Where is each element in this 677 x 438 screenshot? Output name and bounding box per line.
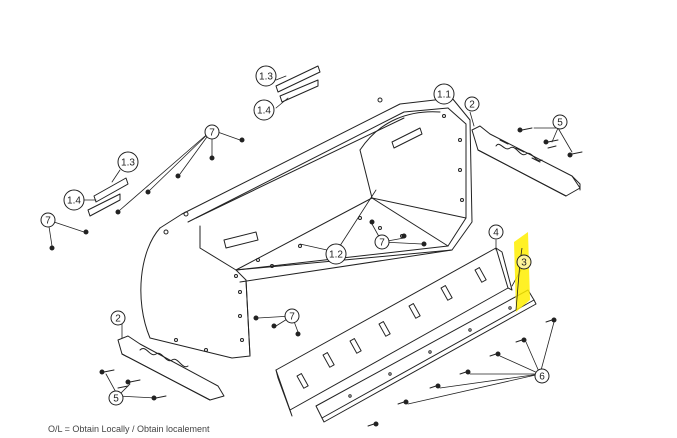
callout-5-right: 5	[552, 114, 568, 130]
callout-6: 6	[534, 368, 550, 384]
bolts	[49, 127, 583, 427]
bucket-body	[140, 97, 473, 359]
svg-text:7: 7	[289, 312, 295, 323]
callout-4: 4	[488, 224, 504, 240]
cutting-edge-plate	[275, 247, 513, 417]
callout-1-3-top: 1.3	[255, 65, 277, 87]
strips-left	[87, 177, 129, 217]
strips-top	[275, 65, 321, 103]
side-skid-left	[117, 335, 225, 401]
callout-1-1: 1.1	[433, 83, 455, 105]
callout-7-center: 7	[374, 234, 390, 250]
svg-text:5: 5	[557, 118, 563, 129]
callout-5-left: 5	[108, 390, 124, 406]
callout-7-left: 7	[40, 212, 56, 228]
callout-3: 3	[516, 254, 532, 270]
callout-1-4-top: 1.4	[253, 99, 275, 121]
svg-text:6: 6	[539, 372, 545, 383]
wear-edge-strip	[315, 289, 537, 423]
svg-text:1.2: 1.2	[329, 250, 343, 261]
svg-text:1.3: 1.3	[121, 158, 135, 169]
svg-text:5: 5	[113, 394, 119, 405]
callout-1-2: 1.2	[325, 243, 347, 265]
callout-7-top: 7	[204, 124, 220, 140]
svg-text:1.1: 1.1	[437, 90, 451, 101]
svg-text:1.4: 1.4	[257, 106, 271, 117]
svg-text:1.4: 1.4	[67, 196, 81, 207]
side-skid-right	[471, 125, 581, 197]
svg-text:3: 3	[521, 258, 527, 269]
callout-1-4-left: 1.4	[63, 189, 85, 211]
svg-text:1.3: 1.3	[259, 72, 273, 83]
svg-text:2: 2	[469, 100, 475, 111]
svg-text:2: 2	[115, 314, 121, 325]
svg-text:7: 7	[379, 238, 385, 249]
svg-text:7: 7	[45, 216, 51, 227]
svg-text:7: 7	[209, 128, 215, 139]
callout-2-right: 2	[464, 96, 480, 112]
footnote: O/L = Obtain Locally / Obtain localement	[48, 424, 210, 434]
callout-7-bottom: 7	[284, 308, 300, 324]
part-3-highlight	[514, 232, 530, 312]
callout-2-left: 2	[110, 310, 126, 326]
svg-text:4: 4	[493, 228, 499, 239]
callout-1-3-left: 1.3	[117, 151, 139, 173]
